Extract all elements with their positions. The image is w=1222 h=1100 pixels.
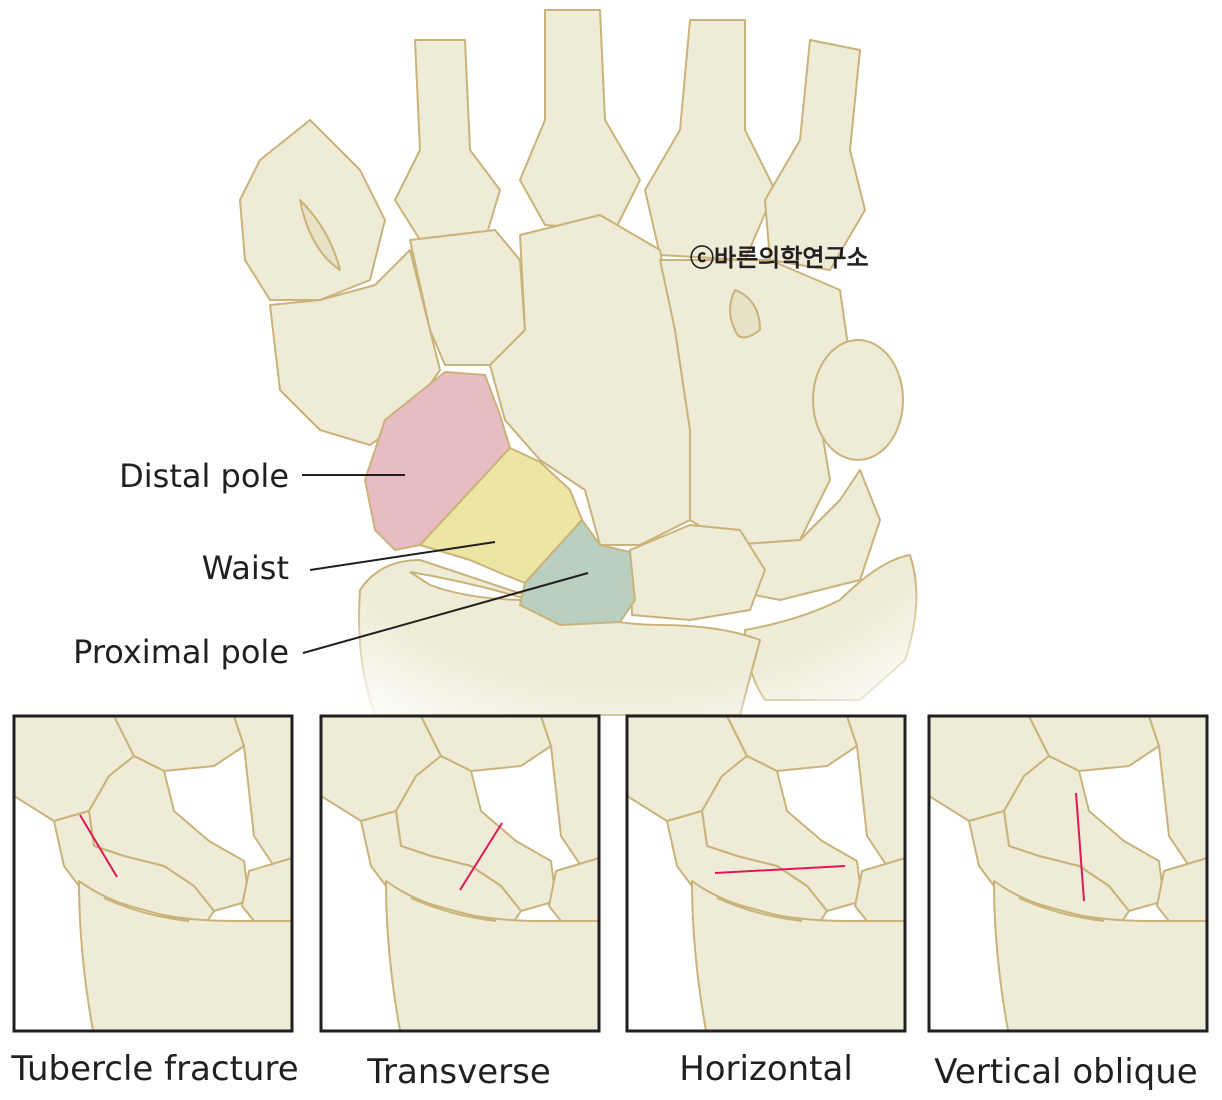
- proximal-pole-label: Proximal pole: [73, 633, 289, 671]
- wrist-illustration: ⓒ바른의학연구소: [230, 0, 950, 720]
- vertical-oblique-fracture-line: [1075, 792, 1085, 902]
- panel-captions: Tubercle fracture Transverse Horizontal …: [10, 1049, 1197, 1092]
- proximal-pole-leader: [302, 572, 589, 654]
- watermark: ⓒ바른의학연구소: [690, 244, 869, 272]
- waist-label: Waist: [202, 549, 289, 587]
- caption-transverse: Transverse: [366, 1052, 551, 1092]
- zone-labels: Distal pole Waist Proximal pole: [73, 457, 589, 671]
- caption-vertical-oblique: Vertical oblique: [934, 1052, 1197, 1092]
- transverse-fracture-line: [459, 822, 503, 891]
- fracture-panel-vertical-oblique: [927, 714, 1209, 1033]
- distal-pole-label: Distal pole: [119, 457, 289, 495]
- caption-tubercle-fracture: Tubercle fracture: [10, 1049, 298, 1089]
- waist-leader: [309, 541, 496, 571]
- fracture-panel-transverse: [319, 714, 601, 1033]
- caption-horizontal: Horizontal: [679, 1049, 853, 1089]
- fracture-panel-horizontal: [625, 714, 907, 1033]
- horizontal-fracture-line: [714, 865, 846, 874]
- tubercle-fracture-line: [79, 814, 118, 878]
- fracture-panel-tubercle: [12, 714, 294, 1033]
